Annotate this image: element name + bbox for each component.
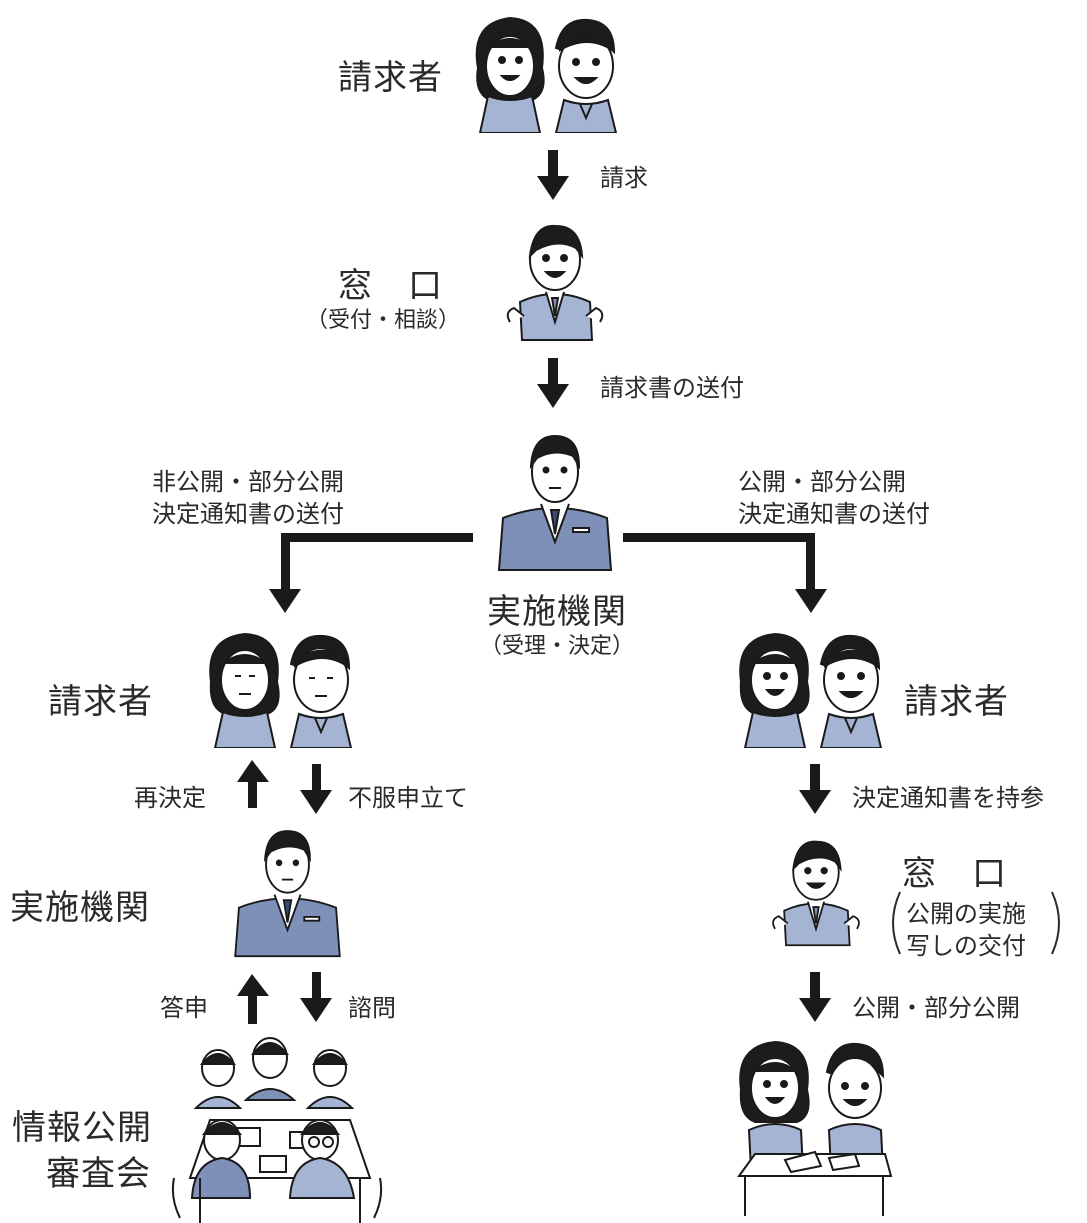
window-sub-right-line-1: 公開の実施 xyxy=(906,900,1026,928)
arrow-request xyxy=(537,150,569,200)
redecision-label: 再決定 xyxy=(134,784,206,812)
consult-label: 諮問 xyxy=(348,994,396,1022)
requester-pair-right-illustration xyxy=(739,632,883,748)
request-label: 請求 xyxy=(600,164,648,192)
left-branch-line-2: 決定通知書の送付 xyxy=(152,500,344,528)
window-sub-1: （受付・相談） xyxy=(306,308,461,333)
requester-label-right: 請求者 xyxy=(904,682,1009,722)
arrow-consult-down xyxy=(300,972,332,1022)
window-sub-bracket-right xyxy=(1051,891,1060,955)
arrow-send-form xyxy=(537,358,569,408)
arrow-bring-notice xyxy=(799,764,831,814)
window-label-1: 窓 口 xyxy=(338,266,443,306)
committee-label-line-1: 情報公開 xyxy=(12,1108,152,1148)
window-sub-right-line-2: 写しの交付 xyxy=(906,932,1026,960)
agency-officer-illustration xyxy=(497,434,613,571)
send-form-label: 請求書の送付 xyxy=(600,374,744,402)
window-clerk-right-illustration xyxy=(772,840,860,947)
appeal-label: 不服申立て xyxy=(348,784,468,812)
agency-sub: （受理・決定） xyxy=(479,634,634,659)
requester-label-left: 請求者 xyxy=(48,682,153,722)
agency-label: 実施機関 xyxy=(487,592,627,632)
arrow-right-branch xyxy=(623,533,827,613)
requester-pair-left-illustration xyxy=(209,632,353,748)
window-clerk-illustration xyxy=(506,224,604,341)
left-branch-line-1: 非公開・部分公開 xyxy=(152,468,344,496)
arrow-disclose xyxy=(799,972,831,1022)
window-label-right: 窓 口 xyxy=(902,854,1007,894)
agency-label-left: 実施機関 xyxy=(10,888,150,928)
report-label: 答申 xyxy=(160,994,208,1022)
review-committee-illustration xyxy=(171,1037,383,1223)
window-sub-bracket-left xyxy=(892,891,901,955)
disclosure-reading-illustration xyxy=(737,1040,893,1216)
arrow-report-up xyxy=(237,974,269,1024)
disclose-label: 公開・部分公開 xyxy=(852,994,1020,1022)
right-branch-line-2: 決定通知書の送付 xyxy=(738,500,930,528)
arrow-redecision-up xyxy=(237,760,269,808)
agency-officer-left-illustration xyxy=(234,830,341,958)
requester-pair-top-illustration xyxy=(475,16,618,133)
bring-notice-label: 決定通知書を持参 xyxy=(852,784,1044,812)
requester-label-top: 請求者 xyxy=(338,58,443,98)
arrow-appeal-down xyxy=(300,764,332,814)
right-branch-line-1: 公開・部分公開 xyxy=(738,468,906,496)
committee-label-line-2: 審査会 xyxy=(46,1154,151,1194)
arrow-left-branch xyxy=(269,533,473,613)
